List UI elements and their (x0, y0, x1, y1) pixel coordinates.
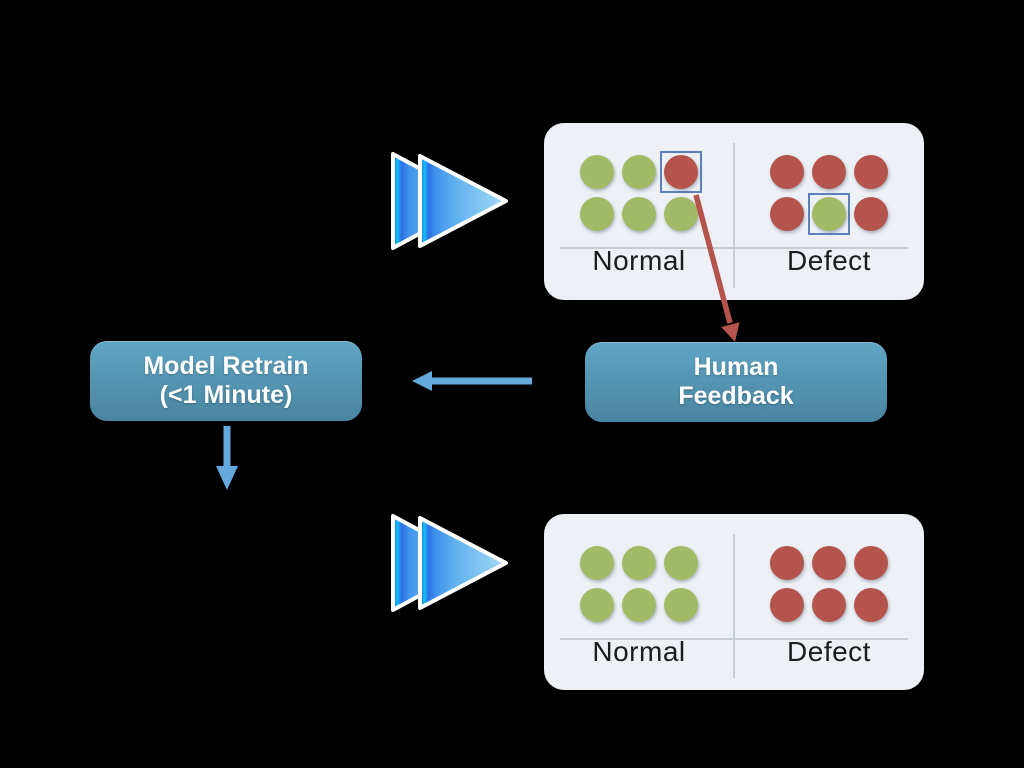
normal-dot (580, 155, 614, 189)
fast-forward-icon (391, 152, 508, 250)
retrain-down-arrow (216, 426, 238, 490)
dot-cell (576, 584, 618, 626)
defect-dot (854, 546, 888, 580)
model-retrain-label-line1: Model Retrain (143, 352, 309, 380)
human-feedback-node: Human Feedback (585, 342, 887, 422)
normal-dot (622, 197, 656, 231)
section-label: Normal (592, 636, 686, 667)
dot-cell (808, 584, 850, 626)
card-vertical-divider (733, 143, 735, 288)
defect-dot (854, 588, 888, 622)
human-feedback-label-line2: Feedback (678, 382, 794, 410)
normal-dot (622, 588, 656, 622)
dot-grid (766, 151, 892, 235)
dot-cell (808, 151, 850, 193)
dot-cell (766, 542, 808, 584)
normal-dot (664, 197, 698, 231)
defect-dot (770, 197, 804, 231)
normal-dot (622, 155, 656, 189)
defect-dot (812, 155, 846, 189)
dot-cell (618, 542, 660, 584)
defect-dot (812, 588, 846, 622)
dot-cell (850, 584, 892, 626)
card-vertical-divider (733, 534, 735, 678)
defect-dot (770, 546, 804, 580)
card-section-normal: Normal (544, 123, 734, 300)
card-section-defect: Defect (734, 514, 924, 690)
dot-cell (850, 542, 892, 584)
normal-dot (622, 546, 656, 580)
dot-cell (576, 151, 618, 193)
dot-grid (576, 151, 702, 235)
front-triangle (418, 154, 508, 248)
dot-cell (618, 151, 660, 193)
dot-grid (766, 542, 892, 626)
defect-dot (854, 155, 888, 189)
section-label: Normal (592, 245, 686, 276)
defect-dot (812, 546, 846, 580)
normal-dot (812, 197, 846, 231)
front-triangle (418, 516, 508, 610)
card-section-normal: Normal (544, 514, 734, 690)
dot-cell (850, 193, 892, 235)
defect-dot (770, 588, 804, 622)
defect-dot (664, 155, 698, 189)
normal-dot (580, 197, 614, 231)
model-retrain-label-line2: (<1 Minute) (159, 381, 293, 409)
normal-dot (580, 546, 614, 580)
defect-dot (854, 197, 888, 231)
mistake-to-feedback-arrow (693, 194, 740, 342)
human-feedback-label-line1: Human (693, 353, 779, 381)
dot-cell (618, 193, 660, 235)
feedback-to-retrain-arrow (412, 371, 532, 391)
predictions-card-before: Normal Defect (544, 123, 924, 300)
dot-cell (766, 151, 808, 193)
card-sections: Normal Defect (544, 123, 924, 300)
defect-dot (770, 155, 804, 189)
predictions-card-after: Normal Defect (544, 514, 924, 690)
fast-forward-icon (391, 514, 508, 612)
dot-cell (766, 584, 808, 626)
dot-cell (808, 542, 850, 584)
dot-cell (576, 193, 618, 235)
card-sections: Normal Defect (544, 514, 924, 690)
dot-cell (576, 542, 618, 584)
section-label: Defect (787, 245, 871, 276)
normal-dot (580, 588, 614, 622)
normal-dot (664, 546, 698, 580)
section-label: Defect (787, 636, 871, 667)
dot-cell (766, 193, 808, 235)
normal-dot (664, 588, 698, 622)
highlight-box (660, 151, 702, 193)
card-section-defect: Defect (734, 123, 924, 300)
dot-cell (850, 151, 892, 193)
model-retrain-node: Model Retrain (<1 Minute) (90, 341, 362, 421)
highlight-box (808, 193, 850, 235)
dot-cell (618, 584, 660, 626)
dot-cell (660, 542, 702, 584)
dot-cell (660, 584, 702, 626)
dot-cell (660, 193, 702, 235)
dot-grid (576, 542, 702, 626)
